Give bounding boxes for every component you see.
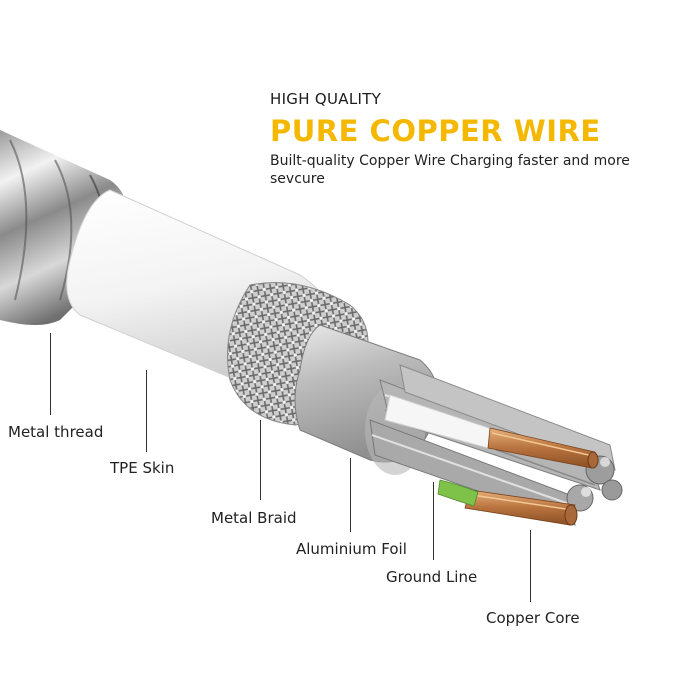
leader-copper-core — [530, 530, 531, 602]
headline-description: Built-quality Copper Wire Charging faste… — [270, 153, 630, 187]
leader-tpe-skin — [146, 370, 147, 452]
label-copper-core: Copper Core — [486, 609, 580, 627]
label-aluminium-foil: Aluminium Foil — [296, 540, 407, 558]
leader-ground-line — [433, 482, 434, 560]
headline-title: PURE COPPER WIRE — [270, 114, 601, 148]
label-ground-line: Ground Line — [386, 568, 478, 586]
ground-line-wire — [437, 479, 479, 507]
leader-metal-braid — [260, 420, 261, 500]
headline-kicker: HIGH QUALITY — [270, 90, 382, 108]
headline-block: HIGH QUALITY PURE COPPER WIRE Built-qual… — [270, 90, 690, 188]
label-tpe-skin: TPE Skin — [110, 459, 175, 477]
label-metal-thread: Metal thread — [8, 423, 104, 441]
leader-aluminium-foil — [350, 458, 351, 532]
leader-metal-thread — [50, 333, 51, 415]
label-metal-braid: Metal Braid — [211, 509, 297, 527]
